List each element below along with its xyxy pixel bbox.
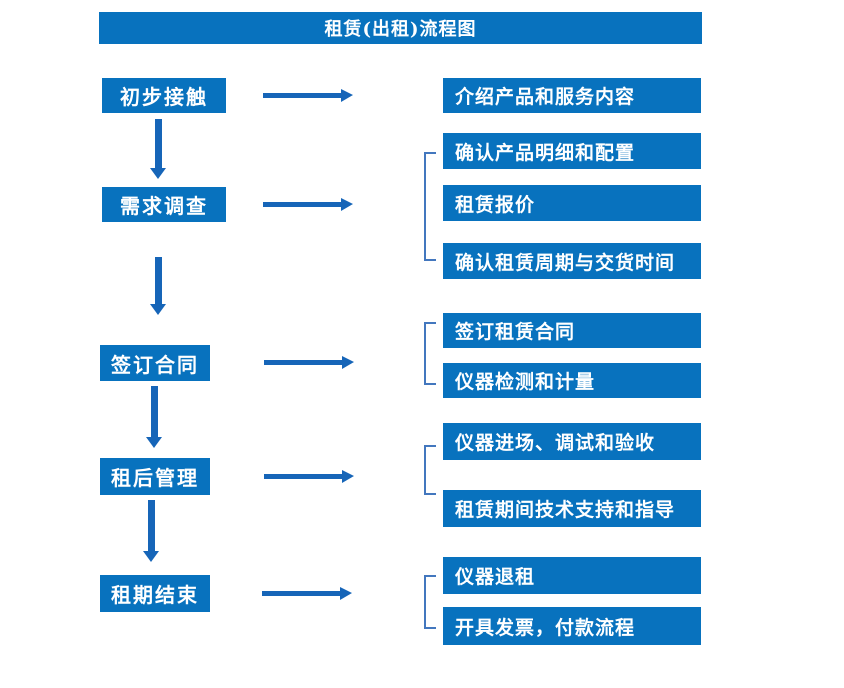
arrow-head xyxy=(341,198,353,211)
group-bracket xyxy=(424,575,436,629)
arrow-head xyxy=(150,168,166,179)
arrow-shaft xyxy=(151,386,158,438)
arrow-head xyxy=(150,304,166,315)
right-arrow-icon xyxy=(262,587,352,600)
arrow-shaft xyxy=(263,93,342,98)
arrow-head xyxy=(143,551,159,562)
arrow-shaft xyxy=(264,474,343,479)
arrow-head xyxy=(342,356,354,369)
detail-box-confirm-period-delivery: 确认租赁周期与交货时间 xyxy=(443,243,701,279)
arrow-shaft xyxy=(155,257,162,305)
detail-box-instrument-testing: 仪器检测和计量 xyxy=(443,363,701,398)
step-box-demand-survey: 需求调查 xyxy=(102,187,226,222)
group-bracket xyxy=(424,152,436,261)
group-bracket xyxy=(424,445,436,495)
step-box-post-rental-management: 租后管理 xyxy=(100,458,210,495)
arrow-shaft xyxy=(148,500,155,552)
right-arrow-icon xyxy=(263,198,353,211)
detail-box-instrument-setup-acceptance: 仪器进场、调试和验收 xyxy=(443,423,701,460)
arrow-shaft xyxy=(262,591,341,596)
right-arrow-icon xyxy=(264,470,354,483)
group-bracket xyxy=(424,322,436,385)
detail-box-invoice-payment: 开具发票，付款流程 xyxy=(443,607,701,645)
down-arrow-icon xyxy=(150,257,167,315)
detail-box-rental-quote: 租赁报价 xyxy=(443,185,701,221)
down-arrow-icon xyxy=(143,500,160,562)
arrow-shaft xyxy=(263,202,342,207)
flowchart-title: 租赁(出租)流程图 xyxy=(99,12,702,44)
arrow-shaft xyxy=(155,119,162,169)
down-arrow-icon xyxy=(146,386,163,448)
step-box-sign-contract: 签订合同 xyxy=(100,345,210,381)
arrow-head xyxy=(341,89,353,102)
down-arrow-icon xyxy=(150,119,167,179)
right-arrow-icon xyxy=(264,356,354,369)
arrow-head xyxy=(342,470,354,483)
right-arrow-icon xyxy=(263,89,353,102)
detail-box-introduce-products: 介绍产品和服务内容 xyxy=(443,78,701,113)
arrow-shaft xyxy=(264,360,343,365)
detail-box-instrument-return: 仪器退租 xyxy=(443,557,701,594)
arrow-head xyxy=(146,437,162,448)
detail-box-technical-support: 租赁期间技术支持和指导 xyxy=(443,490,701,527)
arrow-head xyxy=(340,587,352,600)
detail-box-sign-rental-contract: 签订租赁合同 xyxy=(443,313,701,348)
step-box-rental-end: 租期结束 xyxy=(100,575,210,612)
detail-box-confirm-product-config: 确认产品明细和配置 xyxy=(443,133,701,169)
step-box-initial-contact: 初步接触 xyxy=(102,78,226,113)
